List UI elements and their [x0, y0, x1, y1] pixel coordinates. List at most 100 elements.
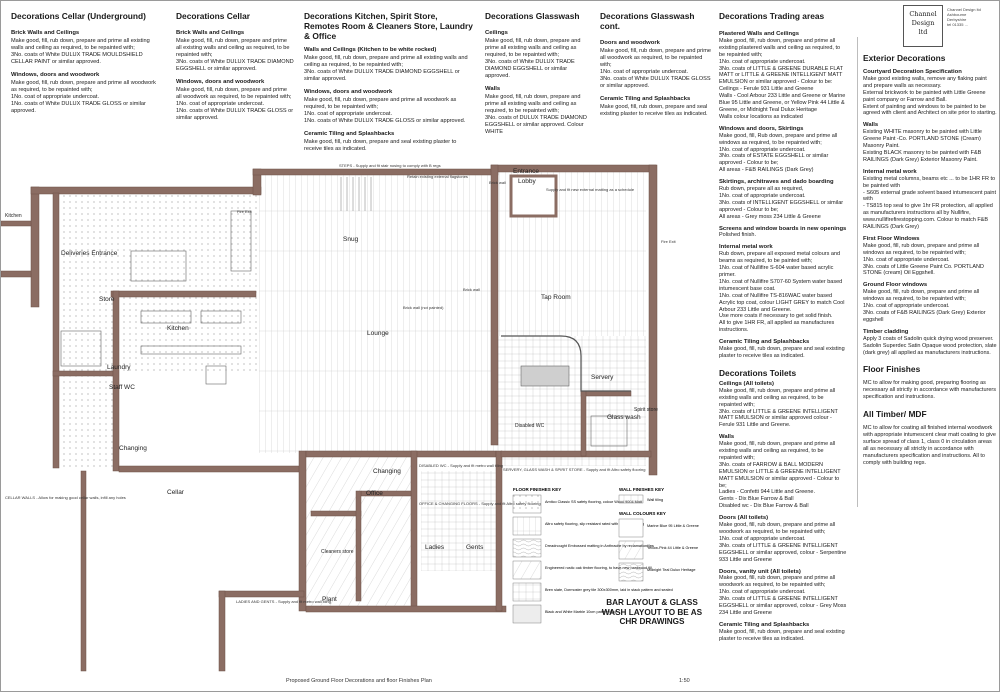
spec-glasswash-cont: Decorations Glasswash cont. Doors and wo… — [600, 11, 712, 118]
subheading: Windows, doors and woodwork — [304, 89, 393, 95]
spec-text: Existing WHITE masonry to be painted wit… — [863, 129, 982, 150]
note-ladies-gents: LADIES AND GENTS - Supply and fit metro … — [236, 599, 331, 604]
spec-text: Gents - Dix Blue Farrow & Ball — [719, 496, 794, 503]
note-cellar-walls: CELLAR WALLS - Allow for making good cel… — [5, 495, 126, 500]
spec-text: 1No. coat of appropriate undercoat. — [719, 589, 806, 596]
note-matting: Supply and fit new external matting as a… — [546, 187, 635, 192]
note-brick-wall-2: Brick wall (not painted) — [403, 305, 444, 310]
spec-text: Make good, fill, Rub down, prepare and p… — [719, 132, 838, 146]
subheading: Brick Walls and Ceilings — [176, 30, 245, 36]
spirit-store-box — [590, 415, 628, 447]
address-line: tel 01335 ... — [947, 22, 968, 27]
spec-kitchen: Decorations Kitchen, Spirit Store, Remot… — [304, 11, 474, 153]
company-address: Channel Design ltd Ashbourne Derbyshire … — [947, 7, 997, 27]
spec-text: Ceilings - Ferule 931 Little and Greene — [719, 86, 814, 93]
spec-text: Polished finish. — [719, 232, 756, 239]
room-store: Store — [99, 296, 115, 303]
spec-text: Make good, fill, rub down, prepare and p… — [11, 38, 150, 51]
spec-text: All areas - Grey moss 234 Little & Green… — [719, 213, 821, 220]
spec-text: 1No. coat of appropriate undercoat. — [11, 94, 100, 100]
spec-text: MC to allow for coating all finished int… — [863, 425, 996, 466]
subheading: First Floor Windows — [863, 235, 920, 242]
spec-text: - TS815 top seal to give 1hr FR protecti… — [863, 203, 993, 231]
subheading: Walls — [485, 86, 501, 92]
spec-text: 3No. coats of DULUX TRADE DIAMOND EGGSHE… — [485, 115, 587, 135]
room-taproom: Tap Room — [541, 294, 571, 301]
subheading: Plastered Walls and Ceilings — [719, 31, 799, 37]
drawing-title: Proposed Ground Floor Decorations and fl… — [286, 678, 432, 684]
spec-text: 1No. coat of appropriate undercoat. — [600, 69, 689, 75]
legend-item: Altro safety flooring, slip resistant ra… — [545, 522, 644, 526]
room-gents: Gents — [466, 544, 484, 551]
wall-key-item: Midnight Teal Dulux Heritage — [647, 568, 695, 572]
room-cellar: Cellar — [167, 489, 185, 496]
stair — [340, 177, 372, 211]
subheading: Ceramic Tiling and Splashbacks — [304, 131, 395, 137]
spec-text: 1No. coats of White DULUX TRADE GLOSS or… — [11, 101, 146, 114]
note-brick-wall-3: Brick wall — [463, 287, 480, 292]
spec-text: Make good, fill, rub down, prepare and p… — [863, 242, 980, 256]
note-office-changing: OFFICE & CHANGING FLOORS - Supply and fi… — [419, 501, 541, 506]
wall-key-title: WALL FINISHES KEY — [619, 487, 664, 492]
walls — [1, 164, 658, 672]
spec-text: 3No. coats of White DULUX TRADE DIAMOND … — [304, 69, 460, 82]
spec-text: 3No. coats of F&B RAILINGS (Dark Grey) E… — [863, 310, 986, 323]
room-kitchen: Kitchen — [167, 325, 189, 332]
wall-finishes-key: WALL FINISHES KEY Wall tiling WALL COLOU… — [618, 487, 699, 582]
legend-item: Dreadnought Embossed matting in Anthraci… — [545, 544, 654, 548]
spec-text: 1No. coat of appropriate undercoat. — [719, 535, 806, 542]
heading: Decorations Glasswash — [485, 11, 580, 21]
spec-text: All to give 1HR FR, all applied as manuf… — [719, 320, 835, 334]
spec-text: Make good, fill, rub down, prepare and s… — [719, 346, 845, 359]
spec-cellar-underground: Decorations Cellar (Underground) Brick W… — [11, 11, 163, 115]
spec-text: - S605 external grade solvent based intu… — [863, 189, 996, 203]
heading: Decorations Toilets — [719, 367, 797, 378]
wall-key-item: Wall tiling — [647, 498, 663, 502]
note-brick-wall: Brick wall — [489, 180, 506, 185]
spec-text: 1No. coat of appropriate undercoat. — [304, 111, 393, 117]
spec-text: Walls colour locations as indicated — [719, 113, 803, 120]
spec-glasswash: Decorations Glasswash Ceilings Make good… — [485, 11, 591, 136]
spec-text: 3No. coats of White DULUX TRADE GLOSS or… — [600, 76, 711, 89]
address-line: Derbyshire — [947, 17, 967, 22]
spec-text: 1No. coat of appropriate undercoat. — [176, 101, 265, 107]
spec-text: Make good existing walls, remove any fla… — [863, 75, 987, 89]
room-ladies: Ladies — [425, 544, 445, 551]
room-laundry: Laundry — [107, 364, 131, 371]
wall-key-item: Yellow-Pink 44 Little & Greene — [647, 546, 698, 550]
lobby-walls — [509, 174, 558, 218]
floor-plan: Deliveries Entrance Kitchen Laundry Stor… — [1, 163, 699, 672]
logo-text: Channel — [909, 10, 937, 18]
spec-trading: Plastered Walls and Ceilings Make good, … — [719, 31, 847, 691]
subheading: Ceramic Tiling and Splashbacks — [719, 339, 810, 346]
subheading: Walls — [863, 122, 879, 129]
heading: Decorations Cellar — [176, 11, 251, 21]
spec-exterior: Exterior Decorations Courtyard Decoratio… — [863, 53, 997, 683]
spec-text: Make good, fill, rub down, prepare and p… — [719, 37, 841, 58]
spec-text: Make good, fill, rub down, prepare and p… — [600, 48, 712, 68]
spec-text: Make good, fill, rub down, prepare and s… — [304, 139, 457, 152]
note-disabled: DISABLED WC - Supply and fit metro wall … — [419, 463, 503, 468]
spec-text: 3No. coats of LITTLE & GREENE INTELLIGEN… — [719, 596, 847, 616]
spec-text: 3No. coats of Little Greene Paint Co. PO… — [863, 263, 984, 277]
spec-text: 3No. coats of FARROW & BALL MODERN EMULS… — [719, 461, 841, 489]
legend-item: Bren slate, Dormoster grey tile 300x300m… — [545, 588, 673, 592]
spec-text: Make good, fill, rub down, prepare and p… — [719, 441, 836, 461]
spec-text: Make good, fill, rub down, prepare and p… — [719, 522, 836, 535]
room-glasswash: Glass wash — [607, 414, 641, 421]
heading: Floor Finishes — [863, 364, 921, 375]
company-logo: Channel Design ltd — [903, 5, 943, 47]
heading: Decorations Trading areas — [719, 11, 825, 21]
subheading: Walls — [719, 434, 735, 441]
room-changing: Changing — [119, 445, 147, 452]
subheading: Doors (All toilets) — [719, 515, 769, 522]
subheading: Brick Walls and Ceilings — [11, 30, 80, 36]
toilets-floor — [421, 471, 501, 571]
subheading: Internal metal work — [719, 244, 773, 251]
spec-text: Apply 3 coats of Sadolin quick drying wo… — [863, 335, 994, 342]
spec-text: 1No. coat of appropriate undercoat. — [863, 256, 950, 263]
spec-text: 3No. coats of ESTATE EGGSHELL or similar… — [719, 153, 829, 167]
room-disabled-wc: Disabled WC — [515, 423, 545, 429]
note-steps: STEPS - Supply and fit stair nosing to c… — [339, 163, 441, 168]
spec-text: Rub down, prepare all as required, — [719, 186, 804, 193]
